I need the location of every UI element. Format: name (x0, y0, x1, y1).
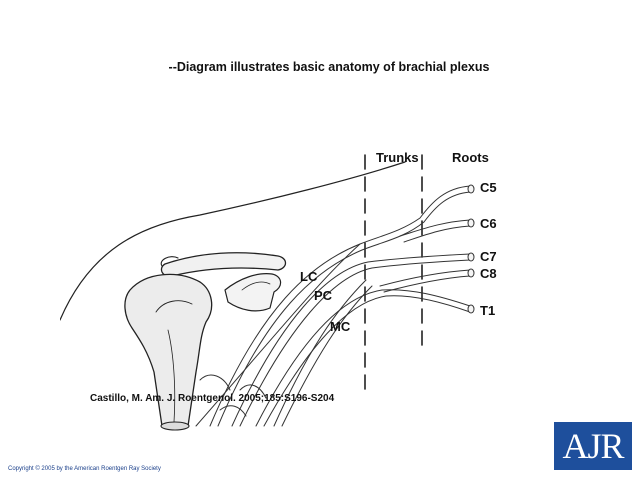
root-label-t1: T1 (480, 303, 495, 318)
cord-label-medial: MC (330, 319, 351, 334)
slide-title: --Diagram illustrates basic anatomy of b… (168, 60, 490, 74)
brachial-plexus-diagram: Trunks Roots C5 C6 C7 C8 T1 LC PC MC (60, 150, 497, 431)
nerve-c7 (231, 253, 471, 427)
shoulder-outline (60, 161, 406, 321)
nerve-c5 (209, 185, 471, 427)
root-label-c8: C8 (480, 266, 497, 281)
root-label-c5: C5 (480, 180, 497, 195)
humerus (124, 273, 213, 427)
trunks-header: Trunks (376, 150, 419, 165)
coracoid-process (224, 273, 282, 312)
citation: Castillo, M. Am. J. Roentgenol. 2005;185… (90, 393, 335, 404)
root-label-c7: C7 (480, 249, 497, 264)
cord-label-posterior: PC (314, 288, 333, 303)
root-label-c6: C6 (480, 216, 497, 231)
clavicle (160, 252, 287, 277)
ajr-logo-text: AJR (562, 426, 624, 466)
nerve-t1 (255, 289, 471, 427)
copyright-notice: Copyright © 2005 by the American Roentge… (8, 466, 161, 472)
nerve-c8 (379, 269, 471, 287)
ajr-logo: AJR (554, 422, 632, 470)
cord-label-lateral: LC (300, 269, 318, 284)
nerve-c6 (399, 219, 471, 237)
roots-header: Roots (452, 150, 489, 165)
